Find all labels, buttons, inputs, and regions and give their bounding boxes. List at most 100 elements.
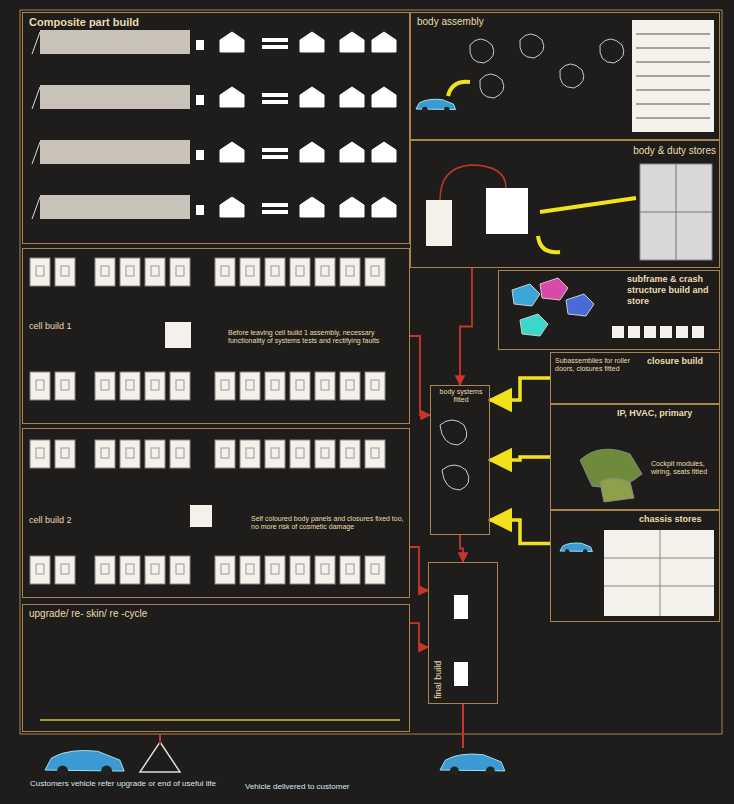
cell-fixture — [151, 266, 159, 276]
cell-station — [170, 372, 190, 400]
car-illustration — [560, 543, 592, 551]
store-racks — [640, 164, 712, 260]
conveyor — [262, 148, 288, 152]
line-start — [32, 142, 40, 164]
cell-station — [290, 372, 310, 400]
table-row — [636, 118, 710, 119]
outer-frame — [20, 10, 722, 734]
cell-fixture — [346, 380, 354, 390]
area-panel: IP, HVAC, primaryCockpit modules, wiring… — [550, 404, 720, 510]
station-unit — [196, 205, 204, 215]
car-wheel — [101, 766, 112, 777]
press-unit — [220, 32, 244, 52]
press-unit — [340, 197, 364, 217]
cell-fixture — [176, 266, 184, 276]
cell-station — [315, 372, 335, 400]
press-unit — [300, 87, 324, 107]
station-unit — [196, 40, 204, 50]
cell-fixture — [321, 380, 329, 390]
fixture-outline — [600, 39, 624, 63]
subframe-part — [512, 284, 540, 306]
fixture-outline — [520, 34, 544, 58]
cell-station — [365, 440, 385, 468]
area-title: cell build 1 — [29, 321, 109, 332]
cell-station — [120, 258, 140, 286]
flow-arrow — [540, 198, 636, 212]
oven-unit — [40, 195, 190, 219]
cell-fixture — [126, 266, 134, 276]
cell-station — [365, 372, 385, 400]
cell-station — [120, 556, 140, 584]
store-bin — [676, 326, 688, 338]
car-wheel — [486, 766, 495, 775]
cell-station — [290, 556, 310, 584]
fixture-outline — [480, 74, 504, 98]
recycle-symbol — [140, 742, 180, 772]
table-row — [636, 90, 710, 91]
flow-connector — [460, 535, 463, 562]
press-unit — [220, 142, 244, 162]
cell-fixture — [271, 266, 279, 276]
cell-fixture — [101, 448, 109, 458]
process-table — [632, 20, 714, 132]
car-illustration — [416, 99, 456, 109]
oven-unit — [40, 85, 190, 109]
table-row — [636, 76, 710, 77]
cell-fixture — [321, 266, 329, 276]
oven-unit — [40, 140, 190, 164]
area-title: chassis stores — [639, 514, 717, 525]
cell-fixture — [61, 564, 69, 574]
area-title: closure build — [647, 356, 717, 367]
cell-fixture — [221, 380, 229, 390]
car-wheel — [57, 766, 68, 777]
cell-fixture — [371, 448, 379, 458]
cell-station — [170, 258, 190, 286]
cell-fixture — [221, 564, 229, 574]
conveyor — [262, 100, 288, 104]
store-bin — [660, 326, 672, 338]
cell-fixture — [221, 266, 229, 276]
area-panel: body assembly — [410, 12, 720, 140]
press-unit — [220, 87, 244, 107]
station-box: body systems fitted — [430, 385, 490, 535]
press-unit — [372, 197, 396, 217]
area-title: final build — [433, 661, 444, 699]
cell-fixture — [246, 380, 254, 390]
cell-station — [215, 372, 235, 400]
conveyor — [262, 93, 288, 97]
subframe-part — [520, 314, 548, 336]
assembly-station — [486, 188, 528, 234]
conveyor — [262, 155, 288, 159]
cell-station — [365, 556, 385, 584]
area-title: upgrade/ re- skin/ re -cycle — [29, 608, 147, 620]
area-title: body & duty stores — [611, 145, 716, 157]
cell-station — [215, 258, 235, 286]
cell-station — [340, 258, 360, 286]
cell-fixture — [221, 448, 229, 458]
table-row — [636, 34, 710, 35]
press-unit — [340, 32, 364, 52]
cell-station — [170, 440, 190, 468]
cell-fixture — [246, 266, 254, 276]
cell-fixture — [101, 266, 109, 276]
car-wheel — [444, 107, 450, 113]
cell-fixture — [321, 564, 329, 574]
car-illustration — [45, 750, 124, 771]
store-bin — [628, 326, 640, 338]
cell-fixture — [346, 266, 354, 276]
area-title: body assembly — [417, 16, 484, 28]
subframe-part — [540, 278, 568, 300]
area-title: cell build 2 — [29, 515, 109, 526]
cell-station — [55, 372, 75, 400]
press-unit — [372, 142, 396, 162]
area-title: IP, HVAC, primary — [617, 408, 717, 419]
press-unit — [300, 142, 324, 162]
cell-fixture — [61, 266, 69, 276]
cell-station — [145, 258, 165, 286]
cell-fixture — [36, 266, 44, 276]
flow-arrow — [448, 82, 470, 96]
cell-station — [240, 556, 260, 584]
caption-note: Customers vehicle refer upgrade or end o… — [30, 779, 230, 789]
cell-station — [340, 440, 360, 468]
